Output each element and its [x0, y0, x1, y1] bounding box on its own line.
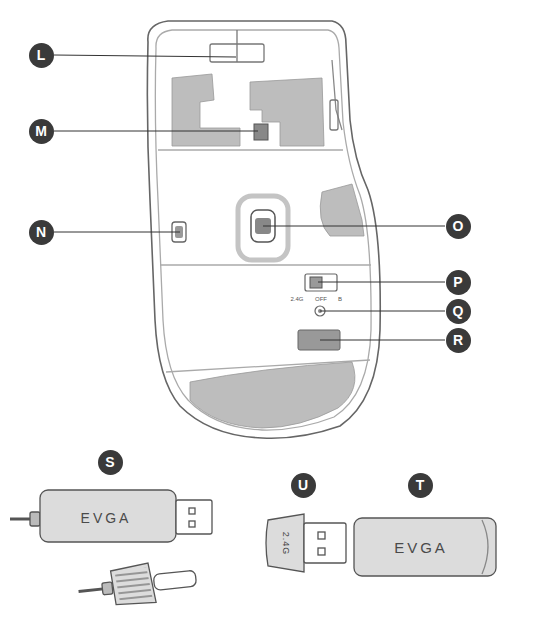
receiver-body — [40, 490, 176, 542]
usb-c-cable — [76, 558, 198, 610]
callout-circle: M — [29, 119, 54, 144]
leader-line — [263, 226, 445, 227]
leader-lines — [54, 55, 445, 340]
mouse-feet — [172, 74, 364, 428]
sensor-ring — [238, 196, 288, 260]
glide-foot — [190, 362, 355, 428]
callout-letter: N — [36, 225, 46, 239]
leader-line — [54, 232, 180, 233]
side-button — [332, 60, 342, 130]
callout-letter: Q — [453, 304, 464, 318]
callout-circle: L — [29, 43, 54, 68]
callout-circle: U — [291, 473, 316, 498]
leader-line — [318, 282, 445, 283]
top-cover — [210, 44, 264, 62]
panel-line — [158, 149, 343, 150]
callout-letter: M — [35, 124, 47, 138]
usb-c-plug — [153, 570, 196, 590]
glide-foot — [172, 74, 240, 146]
callout-letter: O — [453, 219, 464, 233]
callout-letter: P — [453, 275, 462, 289]
mouse-inner-rim — [155, 30, 371, 430]
panel-line — [160, 264, 371, 265]
button-split — [236, 30, 237, 62]
connector-grip — [110, 563, 156, 607]
callout-circle: S — [98, 450, 123, 475]
cap-body — [354, 518, 496, 576]
callout-letter: L — [37, 48, 46, 62]
brand-logo: EVGA — [394, 540, 448, 555]
switch-label: 2.4G — [290, 296, 303, 302]
callout-circle: N — [29, 220, 54, 245]
brand-logo: EVGA — [81, 511, 132, 525]
mouse-body — [147, 21, 380, 438]
usb-hole — [189, 521, 195, 527]
receiver-cable — [10, 490, 212, 542]
dongle-cap — [354, 518, 496, 576]
strain-relief — [102, 582, 113, 595]
leader-line — [320, 340, 445, 341]
dongle-marking: 2.4G — [281, 531, 290, 555]
cap-edge — [482, 520, 488, 574]
usb-hole — [318, 548, 325, 555]
dpi-button — [254, 124, 268, 140]
side-button — [330, 100, 338, 130]
mouse-outline — [147, 21, 380, 438]
callout-circle: Q — [446, 299, 471, 324]
callout-circle: O — [446, 214, 471, 239]
glide-foot — [320, 184, 364, 236]
callout-circle: T — [408, 473, 433, 498]
leader-line — [320, 311, 445, 312]
dongle-grip — [266, 514, 304, 572]
callout-letter: U — [298, 478, 308, 492]
usb-hole — [189, 508, 195, 514]
strain-relief — [30, 512, 40, 526]
callout-letter: S — [105, 455, 114, 469]
leader-line — [54, 55, 236, 57]
grip-ridges — [115, 567, 153, 602]
switch-label: OFF — [315, 296, 327, 302]
callout-letter: T — [416, 478, 425, 492]
usb-plug — [304, 523, 346, 563]
callout-letter: R — [453, 333, 463, 347]
callout-circle: P — [446, 270, 471, 295]
switch-label: B — [338, 296, 342, 302]
callout-circle: R — [446, 328, 471, 353]
leader-line — [54, 131, 258, 132]
usb-plug — [176, 500, 212, 534]
mouse-parts — [172, 124, 340, 350]
usb-hole — [318, 532, 325, 539]
glide-foot — [250, 78, 324, 146]
usb-dongle — [266, 514, 346, 572]
